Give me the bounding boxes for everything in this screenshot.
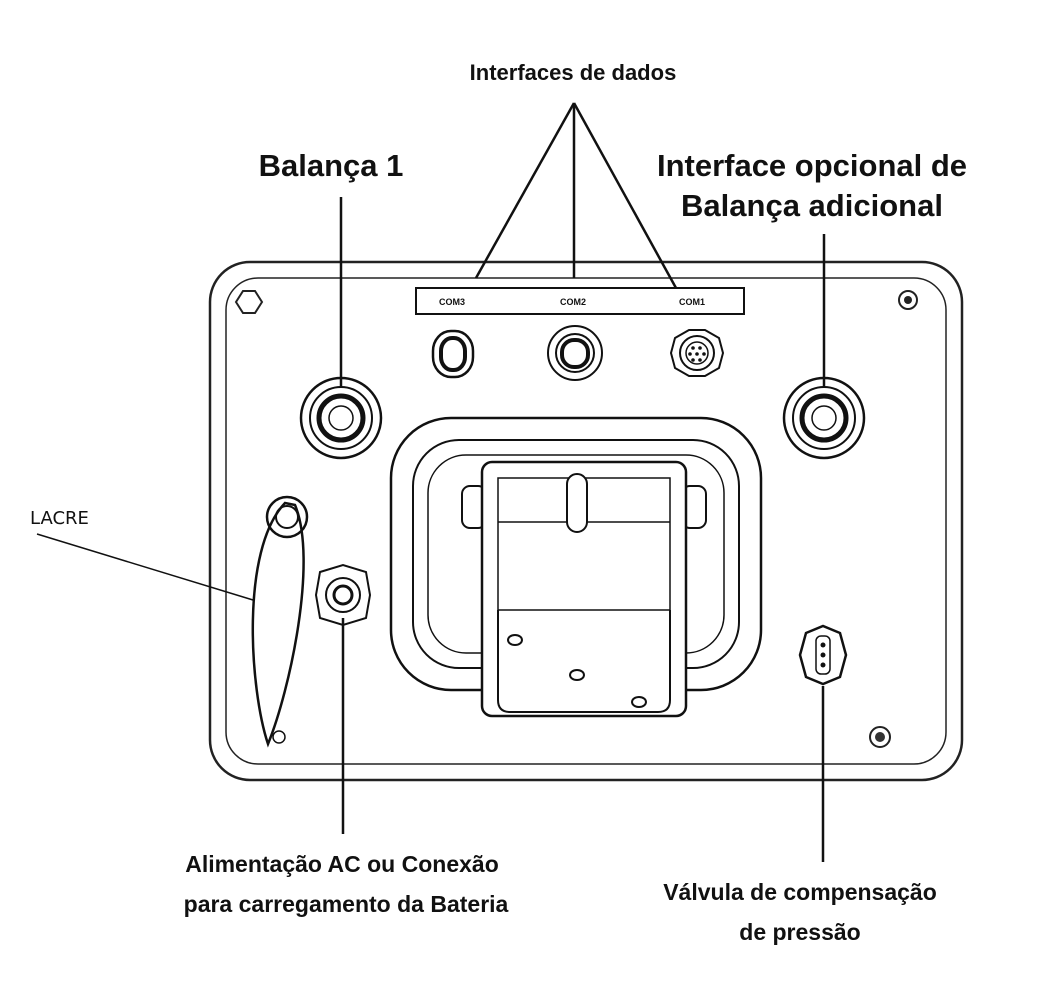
label-interface-opcional-line1: Interface opcional de (657, 148, 967, 183)
screw-top-left (234, 290, 264, 314)
com2-port (547, 325, 603, 381)
optional-scale-connector (782, 376, 866, 460)
label-lacre: LACRE (30, 508, 89, 529)
label-balanca-1: Balança 1 (259, 148, 404, 183)
label-valvula-line2: de pressão (739, 919, 860, 945)
seal-wire (251, 501, 305, 748)
screw-bottom-right (869, 726, 891, 748)
label-interfaces-de-dados: Interfaces de dados (470, 60, 677, 85)
com2-label: COM2 (560, 297, 586, 307)
label-interface-opcional-line2: Balança adicional (681, 188, 943, 223)
ac-power-connector (314, 563, 372, 627)
leader-lines (36, 102, 826, 862)
com3-label: COM3 (439, 297, 465, 307)
label-alimentacao-line1: Alimentação AC ou Conexão (185, 851, 499, 877)
pressure-valve (798, 624, 848, 686)
com-label-strip: COM3 COM2 COM1 (415, 287, 745, 315)
scale-1-connector (299, 376, 383, 460)
com1-label: COM1 (679, 297, 705, 307)
panel-body (208, 260, 964, 782)
com3-port (431, 329, 475, 379)
label-valvula-line1: Válvula de compensação (663, 879, 937, 905)
com1-port (669, 329, 725, 377)
hinge-block (480, 460, 688, 718)
screw-top-right (898, 290, 918, 310)
label-alimentacao-line2: para carregamento da Bateria (184, 891, 509, 917)
